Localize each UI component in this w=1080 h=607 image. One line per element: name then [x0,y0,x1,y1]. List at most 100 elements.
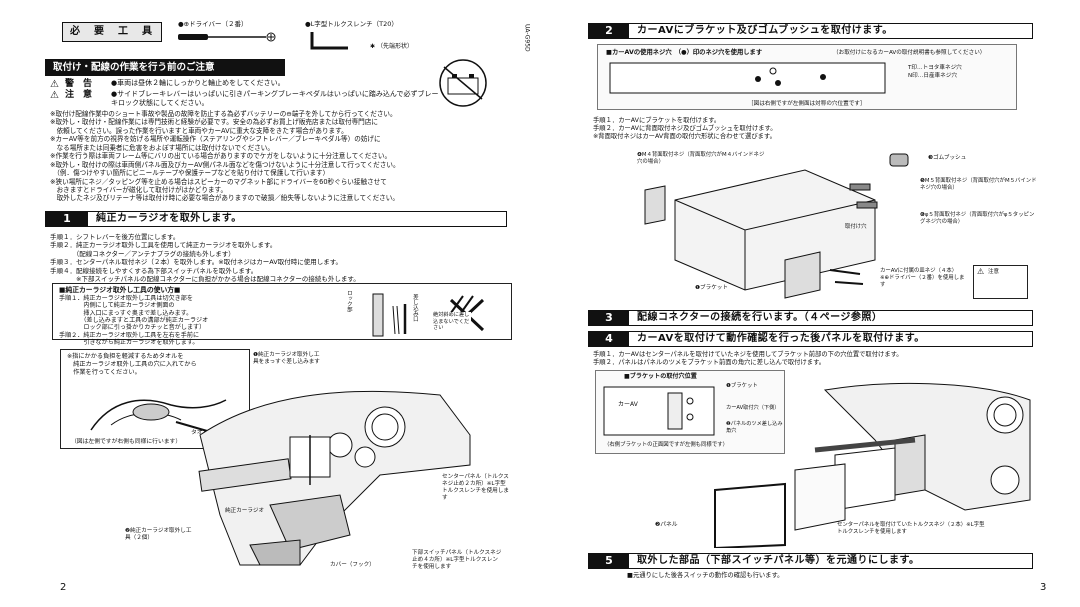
note-line: ※取外し・取付けの際は車両側パネル面及びカーAV側パネル面などを傷つけないように… [50,160,400,169]
part-tap5-screw: ❻φ５背面取付ネジ（背面取付穴がφ５タッピングネジ穴の場合） [920,212,1035,225]
note-warning-icon: ⚠ [977,267,985,276]
step4-instructions: 手順１．カーAVはセンターパネルを取付けていたネジを使用してブラケット前部の下の… [593,351,1053,367]
step5-header: 5 取外した部品（下部スイッチパネル等）を元通りにします。 [588,553,1033,569]
inset-title: ■ブラケットの取付穴位置 [624,373,697,380]
note-line: ※カーAV等を前方の視界を妨げる場所や運転操作（ステアリングやシフトレバー／ブレ… [50,135,381,144]
attention-row: ⚠ 注 意 ●サイドブレーキレバーはいっぱいに引きパーキングブレーキペダルはいっ… [50,90,440,108]
tool-usage-line: 挿入口にまっすぐ奥まで差し込みます。 [59,309,193,317]
note-line: ※狭い場所にネジ／タッピング等を止める場合はスピーカーのマグネット部にドライバー… [50,177,387,186]
part-hole: 取付け穴 [845,224,867,230]
screw-caption: ［図は右側ですが左側面は対称の穴位置です］ [748,101,866,107]
wrench-tip-label: ✱（先端形状） [370,43,413,51]
center-screw-label: センターパネルを取付けていたトルクスネジ（２本）※L字型トルクスレンチを使用しま… [837,522,985,535]
left-page: 必 要 工 具 ●⊕ドライバー（２番） ●L字型トルクスレンチ（T20） ✱（先… [0,0,531,607]
lock-label: ロック部 [345,290,352,312]
warning-text: ●車両は昼休２輪にしっかりと輪止めをしてください。 [110,79,285,87]
tool-usage-line: （差し込みますと工具の溝部が純正カーラジオ [59,316,209,324]
tool-usage-lines: 手順１．純正カーラジオ取外し工具は切欠き部を 内側にして純正カーラジオ側面の 挿… [59,295,208,346]
step4-number: 4 [589,332,629,346]
insert-label: 差し込み口 [411,294,418,322]
callout-radio: 純正カーラジオ [225,508,265,514]
tip-line: 作業を行ってください。 [67,368,141,376]
screw-note: （お取付けになるカーAVの取付説明書も参照してください） [833,50,986,56]
towel-label: タオル [191,430,209,436]
inset-bracket-label: ❶ブラケット [726,383,758,389]
inset-tab-label: ❷パネルのツメ差し込み角穴 [726,421,783,434]
inset-bracket-drawing [603,386,715,436]
tool-usage-line: ロック部に引っ掛かりカチッと音がします） [59,324,206,332]
page-number-left: 2 [60,582,67,593]
inset-hole-label: カーAV取付穴（下側） [726,405,780,411]
wrench-tip-text: （先端形状） [377,43,414,50]
inset-carav-label: カーAV [618,401,638,408]
callout-cover: カバー（フック） [330,562,375,568]
side-code: UA-G95D [523,24,531,52]
tool-usage-line: 手順１．純正カーラジオ取外し工具は切欠き部を [59,295,193,302]
tool-usage-line: 手順２．純正カーラジオ取外し工具を左右を手前に [59,331,200,339]
step4-header: 4 カーAVを取付けて動作確認を行った後パネルを取付けます。 [588,331,1033,347]
step4-title: カーAVを取付けて動作確認を行った後パネルを取付けます。 [637,332,925,344]
note-line: ※取付け配線作業中のショート事故や製品の故障を防止する為必ずバッテリーの⊖端子を… [50,110,397,118]
step1-line: 手順１．シフトレバーを後方位置にします。 [50,233,180,241]
step1-number: 1 [46,212,88,226]
bracket-position-inset: ■ブラケットの取付穴位置 カーAV ❶ブラケット カーAV取付穴（下側） ❷パネ… [595,370,785,454]
wrench-icon [310,32,348,50]
step1-instructions: 手順１．シフトレバーを後方位置にします。 手順２．純正カーラジオ取外し工具を使用… [50,233,510,284]
part-rubber-bush: ❸ゴムブッシュ [928,155,967,161]
screw-title: ■カーAVの使用ネジ穴 （●）印のネジ穴を使用します [606,49,763,56]
tip-line: 純正カーラジオ取外し工具の穴に入れてから [67,360,197,368]
caution-banner: 取付け・配線の作業を行う前のご注意 [45,59,285,76]
towel-hand-figure [90,399,227,436]
tool-usage-line: 内側にして純正カーラジオ側面の [59,302,175,310]
note-line: 取外したネジ及びリテーナ等は取付け時に必要な場合がありますので破損／紛失等しない… [50,194,399,203]
star-icon: ✱ [370,43,376,50]
note-line: 依頼してください。誤った作業を行いますと車両やカーAVに重大な支障をきたす場合が… [50,126,348,135]
tool-usage-box: ■純正カーラジオ取外し工具の使い方■ 手順１．純正カーラジオ取外し工具は切欠き部… [52,283,512,346]
tip-box: ※指にかかる負担を軽減するためタオルを 純正カーラジオ取外し工具の穴に入れてから… [60,349,250,449]
step3-header: 3 配線コネクターの接続を行います。（４ページ参照） [588,310,1033,326]
step2-line: 手順２．カーAVに背面取付ネジ及びゴムブッシュを取付けます。 [593,125,777,133]
attention-triangle-icon: ⚠ [50,90,59,101]
step2-number: 2 [589,24,629,38]
warning-triangle-icon: ⚠ [50,79,59,90]
note-line: おきますとドライバーが磁化して取付けがはかどります。 [50,185,228,194]
inset-caption: （右側ブラケットの正面図ですが左側も同様です） [604,442,728,448]
legend-nissan: N印…日産車ネジ穴 [908,73,957,79]
step5-note: ■元通りにした後各スイッチの動作の確認も行います。 [627,572,784,579]
tools-title-text: 必 要 工 具 [70,25,154,37]
part-flat-screw: カーAVに付属の皿ネジ（４本）※⊕ドライバー（２番）を使用します [880,268,965,288]
step5-number: 5 [589,554,629,568]
tool-usage-line: 引きながら純正カーラジオを取外します。 [59,338,199,346]
callout-tool-insert: ❶純正カーラジオ取外し工具をまっすぐ差し込みます [253,352,320,365]
step2-header: 2 カーAVにブラケット及びゴムブッシュを取付けます。 [588,23,1033,39]
step1-line: 手順３．センターパネル取付ネジ（２本）を取外します。※取付ネジはカーAV取付時に… [50,258,343,267]
screw-hole-figure: ■カーAVの使用ネジ穴 （●）印のネジ穴を使用します （お取付けになるカーAVの… [597,44,1017,110]
caution-notes: ※取付け配線作業中のショート事故や製品の故障を防止する為必ずバッテリーの⊖端子を… [50,110,510,203]
step2-instructions: 手順１．カーAVにブラケットを取付けます。 手順２．カーAVに背面取付ネジ及びゴ… [593,117,1033,142]
battery-icon [439,59,487,107]
step1-title: 純正カーラジオを取外します。 [96,212,242,224]
step1-line: 手順２．純正カーラジオ取外し工具を使用して純正カーラジオを取外します。 [50,241,277,250]
step1-header: 1 純正カーラジオを取外します。 [45,211,507,227]
step1-line: 手順４．配線接続をしやすくする為下部スイッチパネルを取外します。 [50,266,258,275]
step2-line: ※背面取付ネジはカーAV背面の取付穴形状に合わせて選びます。 [593,133,776,141]
warning-row: ⚠ 警 告 ●車両は昼休２輪にしっかりと輪止めをしてください。 [50,79,430,92]
tip-caption: （図は左側ですが右側も同様に行います） [71,439,182,445]
driver-icon [178,32,276,42]
driver-label: ●⊕ドライバー（２番） [178,20,248,28]
tools-title: 必 要 工 具 [62,22,162,42]
right-page: 2 カーAVにブラケット及びゴムブッシュを取付けます。 ■カーAVの使用ネジ穴 … [545,0,1080,607]
step4-line: 手順２．パネルはパネルのツメをブラケット前面の角穴に差し込んで取付けます。 [593,359,826,367]
tool-insert-figure [372,293,485,337]
step2-title: カーAVにブラケット及びゴムブッシュを取付けます。 [637,24,893,36]
callout-center-panel: センターパネル（トルクスネジ止め２カ所）※L字型トルクスレンチを使用します [442,474,509,501]
attention-text: ●サイドブレーキレバーはいっぱいに引きパーキングブレーキペダルはいっぱいに踏み込… [110,90,439,107]
callout-tool-count: ❷純正カーラジオ取外し工具（２個） [125,528,192,541]
wrench-label: ●L字型トルクスレンチ（T20） [305,20,398,28]
page-number-right: 3 [1040,582,1047,593]
part-m5-screw: ❺M５背面取付ネジ（背面取付穴がM５バインドネジ穴の場合） [920,178,1037,191]
callout-lower-panel: 下部スイッチパネル（トルクスネジ止め４カ所）※L字型トルクスレンチを使用します [412,550,502,570]
step5-title: 取外した部品（下部スイッチパネル等）を元通りにします。 [637,554,920,566]
warning-label: 警 告 [64,79,92,89]
step2-line: 手順１．カーAVにブラケットを取付けます。 [593,117,721,124]
